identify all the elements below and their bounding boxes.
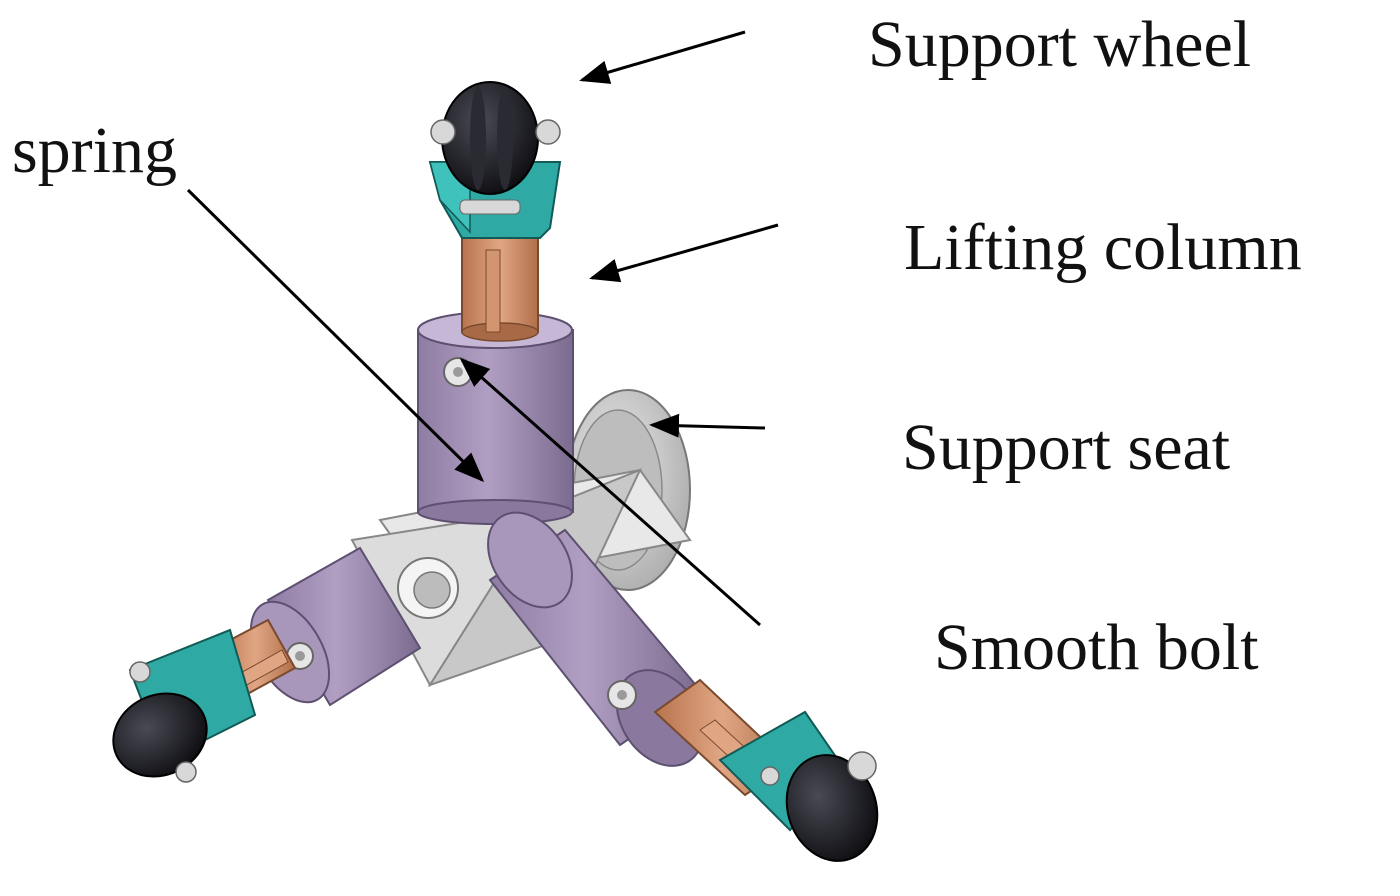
arrow-support-seat <box>649 413 766 438</box>
arrow-support-wheel <box>579 30 746 84</box>
leader-arrows <box>186 30 779 627</box>
right-support-wheel <box>785 754 879 862</box>
arrow-spring <box>186 188 485 483</box>
label-lifting-column: Lifting column <box>904 211 1302 284</box>
vertical-leg <box>417 81 574 525</box>
arrow-smooth-bolt <box>459 358 761 627</box>
label-spring: spring <box>12 114 177 187</box>
label-smooth-bolt: Smooth bolt <box>934 611 1259 684</box>
left-leg <box>112 546 422 783</box>
label-support-seat: Support seat <box>902 411 1231 484</box>
top-support-wheel <box>441 81 539 195</box>
arrow-lifting-column <box>589 223 779 283</box>
label-support-wheel: Support wheel <box>868 8 1252 81</box>
right-leg <box>487 511 879 862</box>
